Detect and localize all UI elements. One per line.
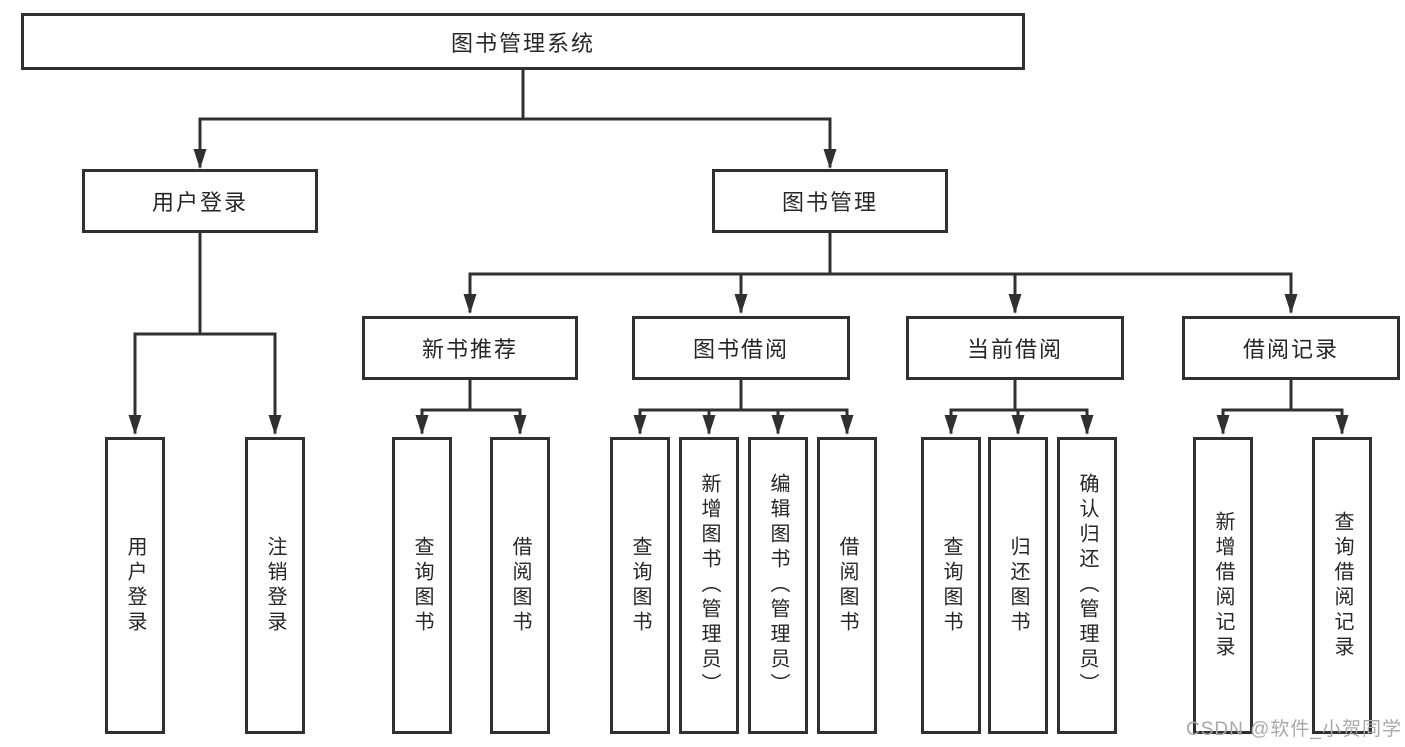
leaf-record-query-record-label: 查询借阅记录 — [1331, 510, 1353, 661]
leaf-current-return-book-label: 归还图书 — [1007, 535, 1029, 636]
leaf-logout-login: 注销登录 — [245, 437, 305, 734]
leaf-current-return-book: 归还图书 — [988, 437, 1048, 734]
leaf-current-confirm-return-admin: 确认归还（管理员） — [1057, 437, 1117, 734]
leaf-borrow-add-book-admin-label: 新增图书（管理员） — [698, 473, 720, 698]
node-borrow-record: 借阅记录 — [1182, 316, 1400, 380]
node-new-book-recommend: 新书推荐 — [362, 316, 578, 380]
csdn-watermark: CSDN @软件_小贺同学 — [1186, 719, 1402, 740]
leaf-borrow-borrow-book-label: 借阅图书 — [836, 535, 858, 636]
leaf-recommend-query-book-label: 查询图书 — [411, 535, 433, 636]
leaf-current-query-book-label: 查询图书 — [940, 535, 962, 636]
leaf-borrow-add-book-admin: 新增图书（管理员） — [679, 437, 739, 734]
leaf-borrow-edit-book-admin: 编辑图书（管理员） — [748, 437, 808, 734]
leaf-record-query-record: 查询借阅记录 — [1312, 437, 1372, 734]
node-book-borrow: 图书借阅 — [632, 316, 850, 380]
leaf-recommend-borrow-book: 借阅图书 — [490, 437, 550, 734]
leaf-record-add-record: 新增借阅记录 — [1193, 437, 1253, 734]
leaf-current-query-book: 查询图书 — [921, 437, 981, 734]
node-root: 图书管理系统 — [21, 13, 1025, 70]
leaf-logout-login-label: 注销登录 — [264, 535, 286, 636]
node-book-management: 图书管理 — [712, 169, 948, 233]
leaf-user-login-label: 用户登录 — [124, 535, 146, 636]
node-current-borrow: 当前借阅 — [906, 316, 1124, 380]
leaf-borrow-edit-book-admin-label: 编辑图书（管理员） — [767, 473, 789, 698]
leaf-recommend-query-book: 查询图书 — [392, 437, 452, 734]
leaf-borrow-query-book: 查询图书 — [610, 437, 670, 734]
leaf-current-confirm-return-admin-label: 确认归还（管理员） — [1076, 473, 1098, 698]
leaf-recommend-borrow-book-label: 借阅图书 — [509, 535, 531, 636]
leaf-user-login: 用户登录 — [105, 437, 165, 734]
node-user-login: 用户登录 — [82, 169, 318, 233]
leaf-borrow-borrow-book: 借阅图书 — [817, 437, 877, 734]
leaf-record-add-record-label: 新增借阅记录 — [1212, 510, 1234, 661]
leaf-borrow-query-book-label: 查询图书 — [629, 535, 651, 636]
